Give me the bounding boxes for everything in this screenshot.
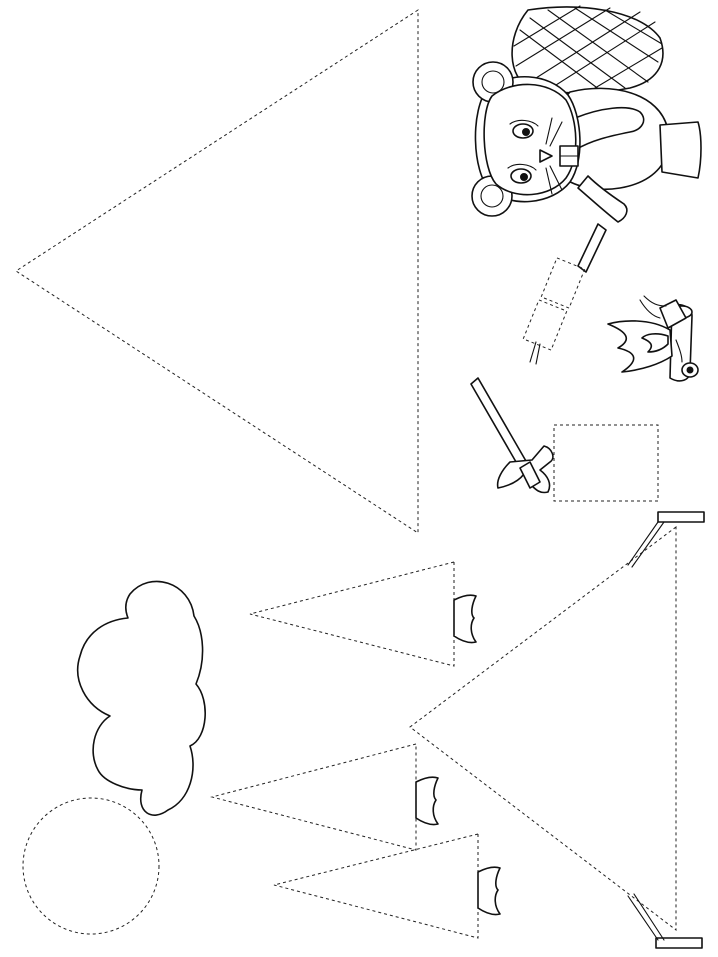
beaver-foot <box>659 121 702 179</box>
tent-triangle <box>409 525 677 932</box>
tree-triangle-middle <box>210 743 417 851</box>
tent-pole-top <box>627 521 659 566</box>
campfire <box>607 295 699 382</box>
tent-peg-bottom <box>655 937 703 949</box>
marshmallow-bottom <box>522 299 568 351</box>
tree-middle <box>210 743 439 851</box>
tent <box>409 511 705 949</box>
tree-triangle-top <box>249 561 455 667</box>
large-triangle <box>15 9 419 534</box>
beaver-figure <box>471 5 702 223</box>
beaver-eyes <box>507 119 539 184</box>
tree-bottom <box>273 833 501 939</box>
cloud <box>76 580 206 816</box>
beaver-nose <box>539 149 553 163</box>
sun-circle <box>22 797 160 935</box>
tree-trunk-middle <box>415 776 439 826</box>
tent-peg-top <box>657 511 705 523</box>
square <box>553 424 659 502</box>
beaver-lower-arm <box>577 175 628 223</box>
axe-handle <box>470 377 531 475</box>
tree-triangle-bottom <box>273 833 479 939</box>
beaver-whiskers <box>545 117 563 195</box>
beaver-tail-crosshatch <box>513 5 663 95</box>
campfire-flame-inner <box>641 333 669 353</box>
tree-trunk-bottom <box>477 866 501 916</box>
tree-trunk-top <box>453 594 477 644</box>
beaver-tail <box>511 6 664 94</box>
marshmallow-top <box>540 257 586 309</box>
axe <box>470 377 554 494</box>
tree-top <box>249 561 477 667</box>
tent-pole-bottom <box>627 895 659 941</box>
roasting-stick <box>522 223 607 365</box>
campfire-log-2 <box>659 299 687 329</box>
beaver-arm <box>574 106 645 151</box>
